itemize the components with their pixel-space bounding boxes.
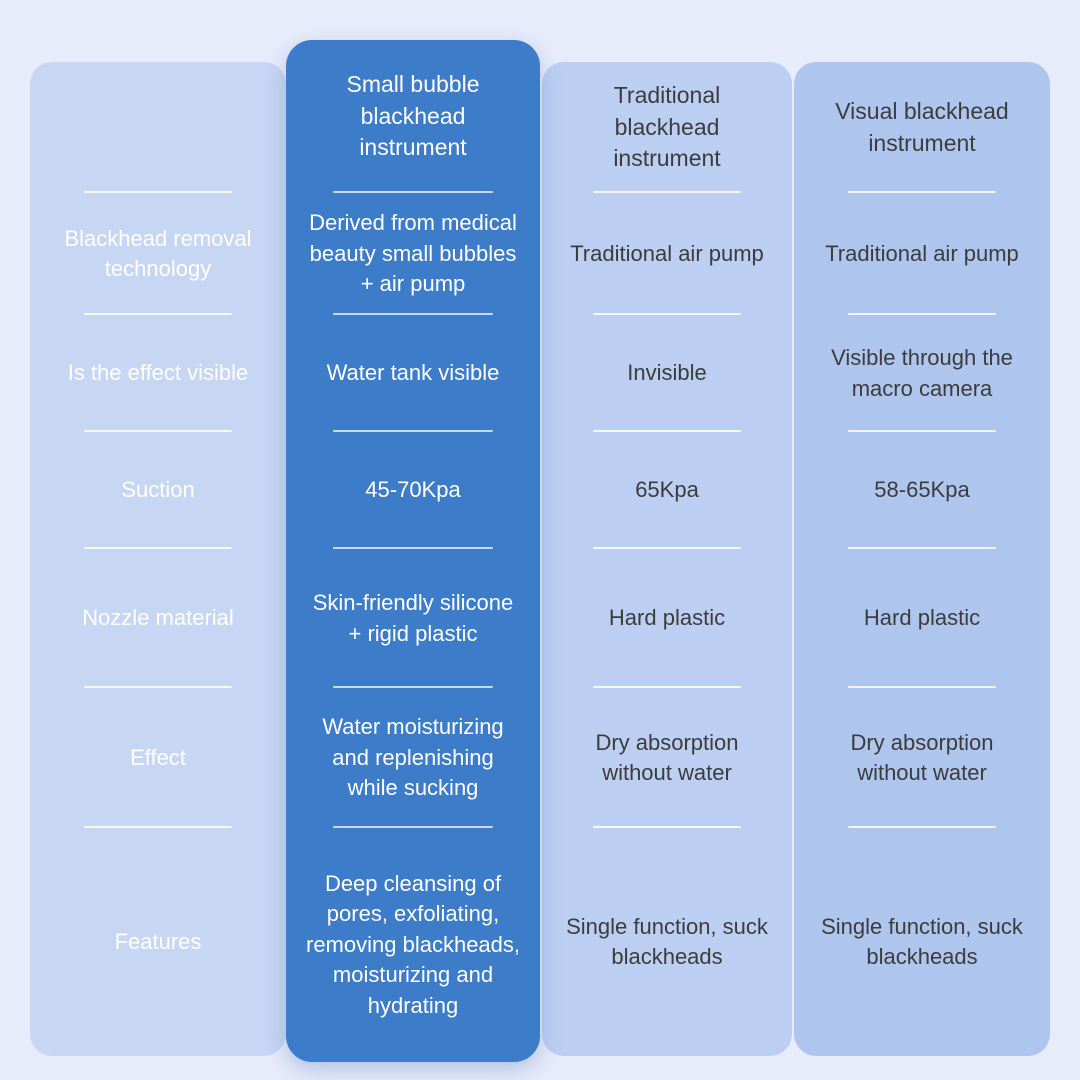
- table-cell-visual-visible: Visible through the macro camera: [794, 315, 1050, 432]
- row-labels-header-empty: [30, 62, 286, 193]
- row-label-features: Features: [114, 928, 202, 954]
- table-cell-small-bubble-visible: Water tank visible: [286, 315, 540, 432]
- row-label-effect-visible: Is the effect visible: [30, 315, 286, 432]
- table-cell-traditional-visible: Invisible: [542, 315, 792, 432]
- row-labels-column: Blackhead removal technology Is the effe…: [30, 62, 286, 1056]
- table-cell-visual-nozzle: Hard plastic: [794, 549, 1050, 688]
- table-cell-small-bubble-features: Deep cleansing of pores, exfoliating, re…: [306, 871, 521, 1018]
- table-cell-traditional-technology: Traditional air pump: [542, 193, 792, 315]
- row-label-effect: Effect: [30, 688, 286, 828]
- table-cell-small-bubble-technology: Derived from medical beauty small bubble…: [286, 193, 540, 315]
- table-cell-small-bubble-suction: 45-70Kpa: [286, 432, 540, 549]
- table-cell-traditional-suction: 65Kpa: [542, 432, 792, 549]
- table-cell-visual-effect: Dry absorption without water: [794, 688, 1050, 828]
- table-cell-traditional-effect: Dry absorption without water: [542, 688, 792, 828]
- row-label-suction: Suction: [30, 432, 286, 549]
- table-cell-small-bubble-effect: Water moisturizing and replenishing whil…: [286, 688, 540, 828]
- table-cell-visual-technology: Traditional air pump: [794, 193, 1050, 315]
- table-cell-traditional-features: Single function, suck blackheads: [566, 913, 768, 969]
- table-cell-small-bubble-nozzle: Skin-friendly silicone + rigid plastic: [286, 549, 540, 688]
- row-label-blackhead-removal-technology: Blackhead removal technology: [30, 193, 286, 315]
- column-header-small-bubble: Small bubble blackhead instrument: [286, 40, 540, 193]
- table-cell-traditional-nozzle: Hard plastic: [542, 549, 792, 688]
- row-label-nozzle-material: Nozzle material: [30, 549, 286, 688]
- column-visual-instrument: Visual blackhead instrument Traditional …: [794, 62, 1050, 1056]
- table-cell-visual-features: Single function, suck blackheads: [821, 913, 1023, 969]
- column-header-visual: Visual blackhead instrument: [794, 62, 1050, 193]
- column-small-bubble-instrument: Small bubble blackhead instrument Derive…: [286, 40, 540, 1062]
- column-header-traditional: Traditional blackhead instrument: [542, 62, 792, 193]
- column-traditional-instrument: Traditional blackhead instrument Traditi…: [542, 62, 792, 1056]
- table-cell-visual-suction: 58-65Kpa: [794, 432, 1050, 549]
